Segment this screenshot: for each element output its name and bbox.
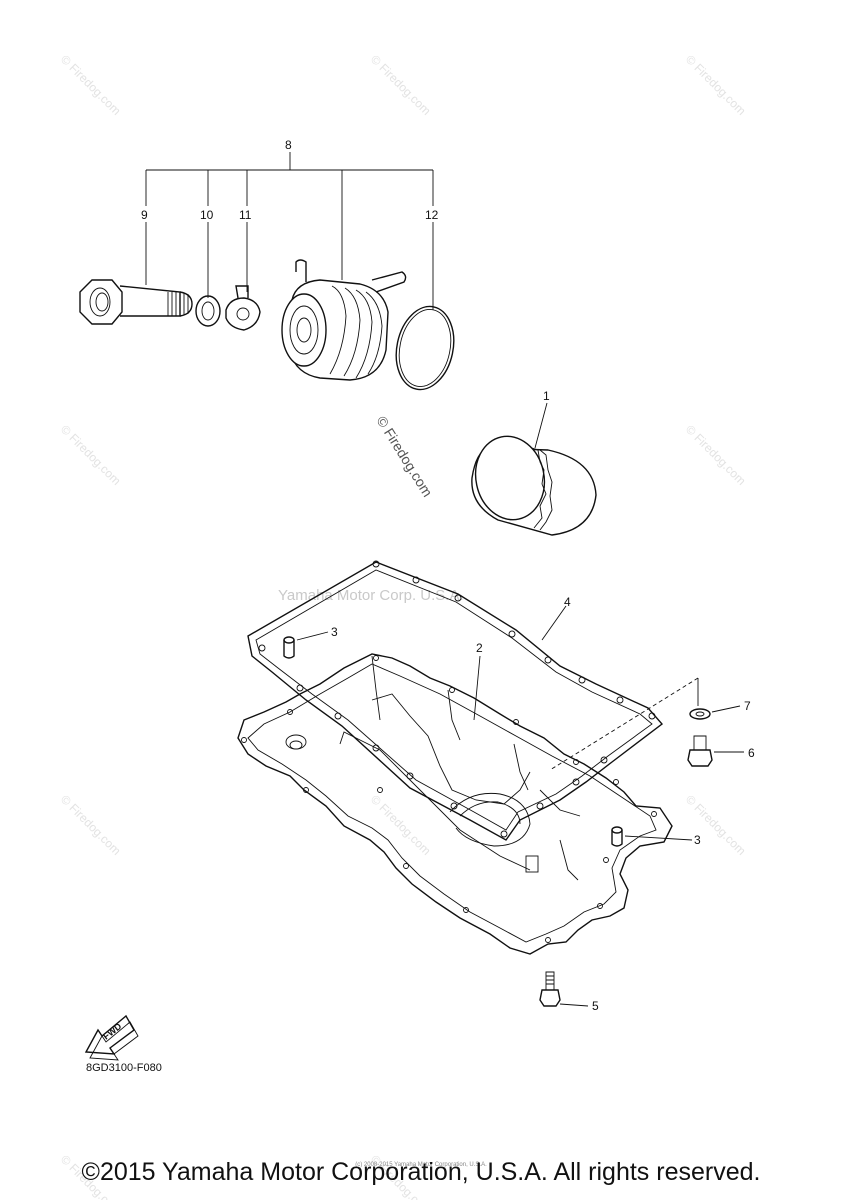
oil-pan-2 [237,653,673,955]
oil-cooler [281,259,407,381]
firedog-watermark: © Firedog.com [373,413,435,500]
gasket-bolt-holes [258,560,656,838]
lock-plate-11 [225,285,261,331]
bracket-8 [145,152,434,310]
pan-bolt-holes [241,655,657,943]
watermark-text: © Firedog.com [58,52,124,118]
washer-10 [195,295,221,327]
callout-10: 10 [200,208,214,222]
callout-11: 11 [239,208,252,222]
dowel-pin-3a [283,631,329,659]
callout-4: 4 [564,595,571,609]
callout-8: 8 [285,138,292,152]
callout-3-lower: 3 [694,833,701,847]
o-ring-12 [395,305,455,391]
oil-filter-1 [471,402,597,536]
callout-5: 5 [592,999,599,1013]
callout-2: 2 [476,641,483,655]
oil-pan-gasket-4 [247,560,664,841]
watermark-text: © Firedog.com [368,52,434,118]
callout-6: 6 [748,746,755,760]
copyright-small-print: (c) 2008-2015 Yamaha Motor Corporation, … [355,1162,487,1168]
drain-leader-dashed [549,677,699,771]
pan-bolt-5 [539,971,589,1007]
drain-bolt-6 [687,735,744,767]
callout-1: 1 [543,389,550,403]
copyright-notice: ©2015 Yamaha Motor Corporation, U.S.A. A… [81,1158,761,1186]
yamaha-watermark: Yamaha Motor Corp. U.S.A. [278,587,464,604]
dowel-pin-3b [611,826,693,847]
gasket-7 [689,705,741,720]
watermark-grid: © Firedog.com © Firedog.com © Firedog.co… [58,52,749,1200]
hollow-bolt-9 [79,279,193,325]
watermark-text: © Firedog.com [58,792,124,858]
watermark-text: © Firedog.com [58,422,124,488]
diagram-code: 8GD3100-F080 [86,1062,162,1074]
watermark-text: © Firedog.com [683,792,749,858]
watermark-text: © Firedog.com [683,52,749,118]
watermark-text: © Firedog.com [683,422,749,488]
callout-12: 12 [425,208,439,222]
callout-7: 7 [744,699,751,713]
callout-3-upper: 3 [331,625,338,639]
watermark-text: © Firedog.com [368,792,434,858]
callout-9: 9 [141,208,148,222]
fwd-arrow-icon: FWD [84,1014,139,1061]
